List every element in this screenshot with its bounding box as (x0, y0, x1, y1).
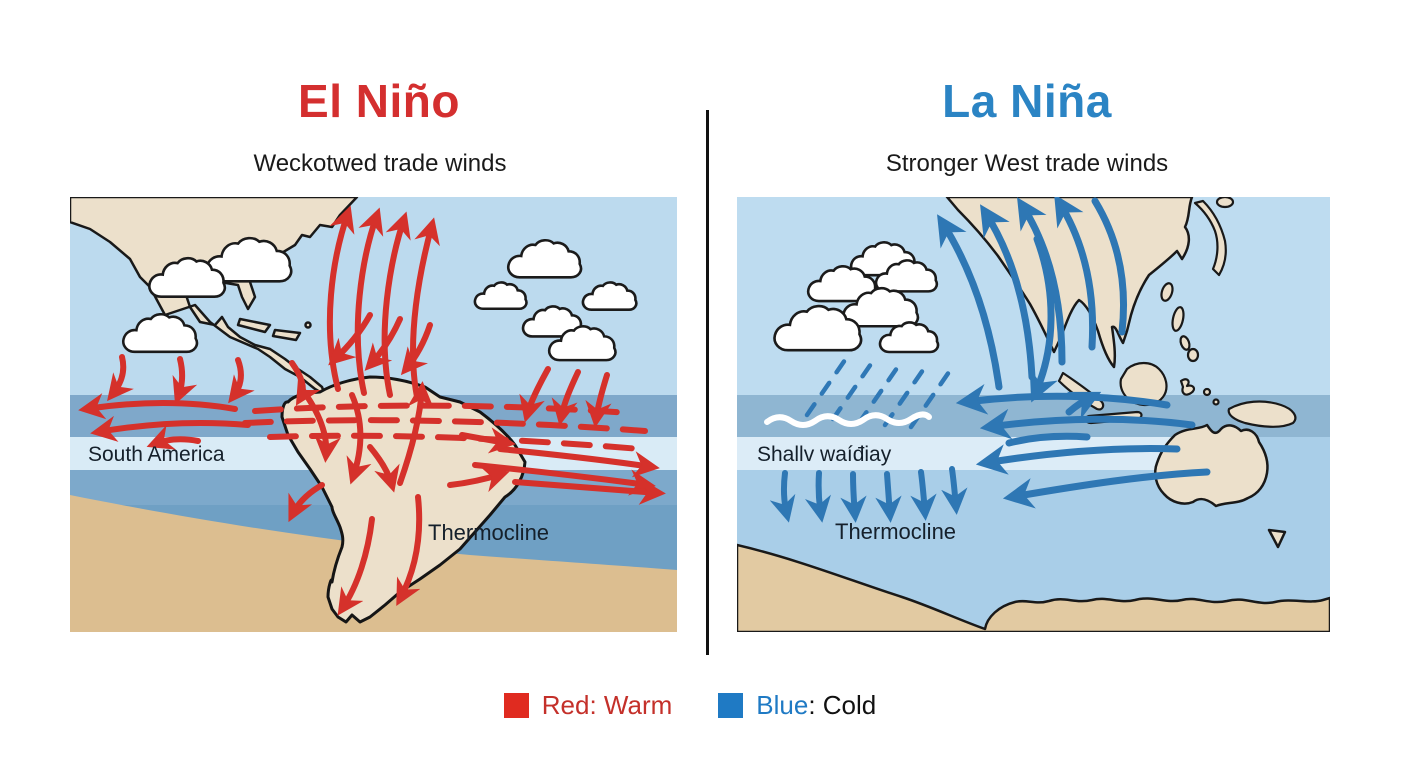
thermocline-label-left: Thermocline (428, 520, 549, 545)
south-america-label: South America (88, 443, 225, 466)
cold-legend-word: Blue (756, 690, 809, 720)
warm-legend-label: Red: Warm (541, 690, 673, 720)
warm-color-swatch (503, 693, 529, 718)
el-nino-title: El Niño (179, 76, 579, 127)
wave-icon (764, 411, 932, 428)
legend: Red: Warm Blue: Cold (0, 690, 1408, 721)
antarctica-seafloor (737, 543, 1330, 632)
warm-current-arrows (78, 205, 666, 616)
legend-item-cold: Blue: Cold (718, 690, 876, 721)
la-nina-title-text: La Niña (942, 75, 1112, 127)
thermocline-label-right: Thermocline (835, 519, 956, 544)
el-nino-subtitle: Weckotwed trade winds (253, 150, 507, 177)
cold-color-swatch (718, 693, 744, 718)
cold-legend-rest: : Cold (808, 690, 877, 720)
la-nina-subtitle: Stronger West trade winds (885, 150, 1169, 177)
el-nino-panel-map: South America Thermocline (70, 197, 677, 632)
north-america-landmass (70, 197, 359, 397)
panel-divider-line (706, 110, 709, 655)
el-nino-title-text: El Niño (298, 75, 460, 127)
label-band-right (737, 437, 1189, 470)
la-nina-panel-map: Shallv waíđiay Thermocline (737, 197, 1330, 632)
australia-landmass (1154, 423, 1287, 549)
legend-item-warm: Red: Warm (503, 690, 673, 721)
cold-current-arrows (769, 197, 1211, 523)
shallow-layer-label: Shallv waíđiay (757, 443, 892, 466)
la-nina-title: La Niña (827, 76, 1227, 127)
asia-landmass (945, 197, 1194, 369)
